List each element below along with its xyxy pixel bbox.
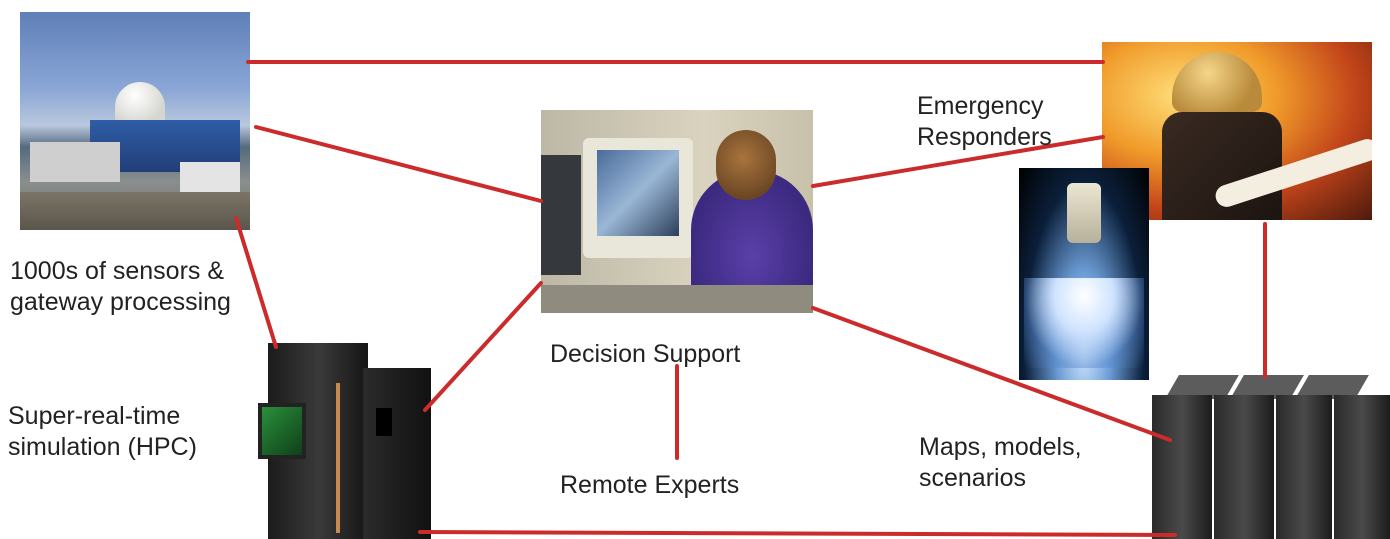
- super-real-time-label: Super-real-time simulation (HPC): [8, 402, 197, 461]
- link-plant-decision: [254, 125, 543, 203]
- decision-support-operator-photo: [541, 110, 813, 313]
- decision-support-label: Decision Support: [550, 340, 741, 368]
- hpc-supercomputer-image: [258, 343, 433, 539]
- sprinkler-photo: [1019, 168, 1149, 380]
- emergency-responders-label: Emergency Responders: [917, 92, 1052, 151]
- link-hpc-decision: [423, 281, 543, 412]
- link-plant-hpc: [234, 216, 278, 349]
- data-server-cabinets-image: [1152, 375, 1390, 539]
- maps-models-label: Maps, models, scenarios: [919, 433, 1082, 492]
- link-hpc-hpc2: [418, 530, 1177, 537]
- remote-experts-label: Remote Experts: [560, 471, 740, 499]
- nuclear-plant-photo: [20, 12, 250, 230]
- sensors-label: 1000s of sensors & gateway processing: [10, 257, 231, 316]
